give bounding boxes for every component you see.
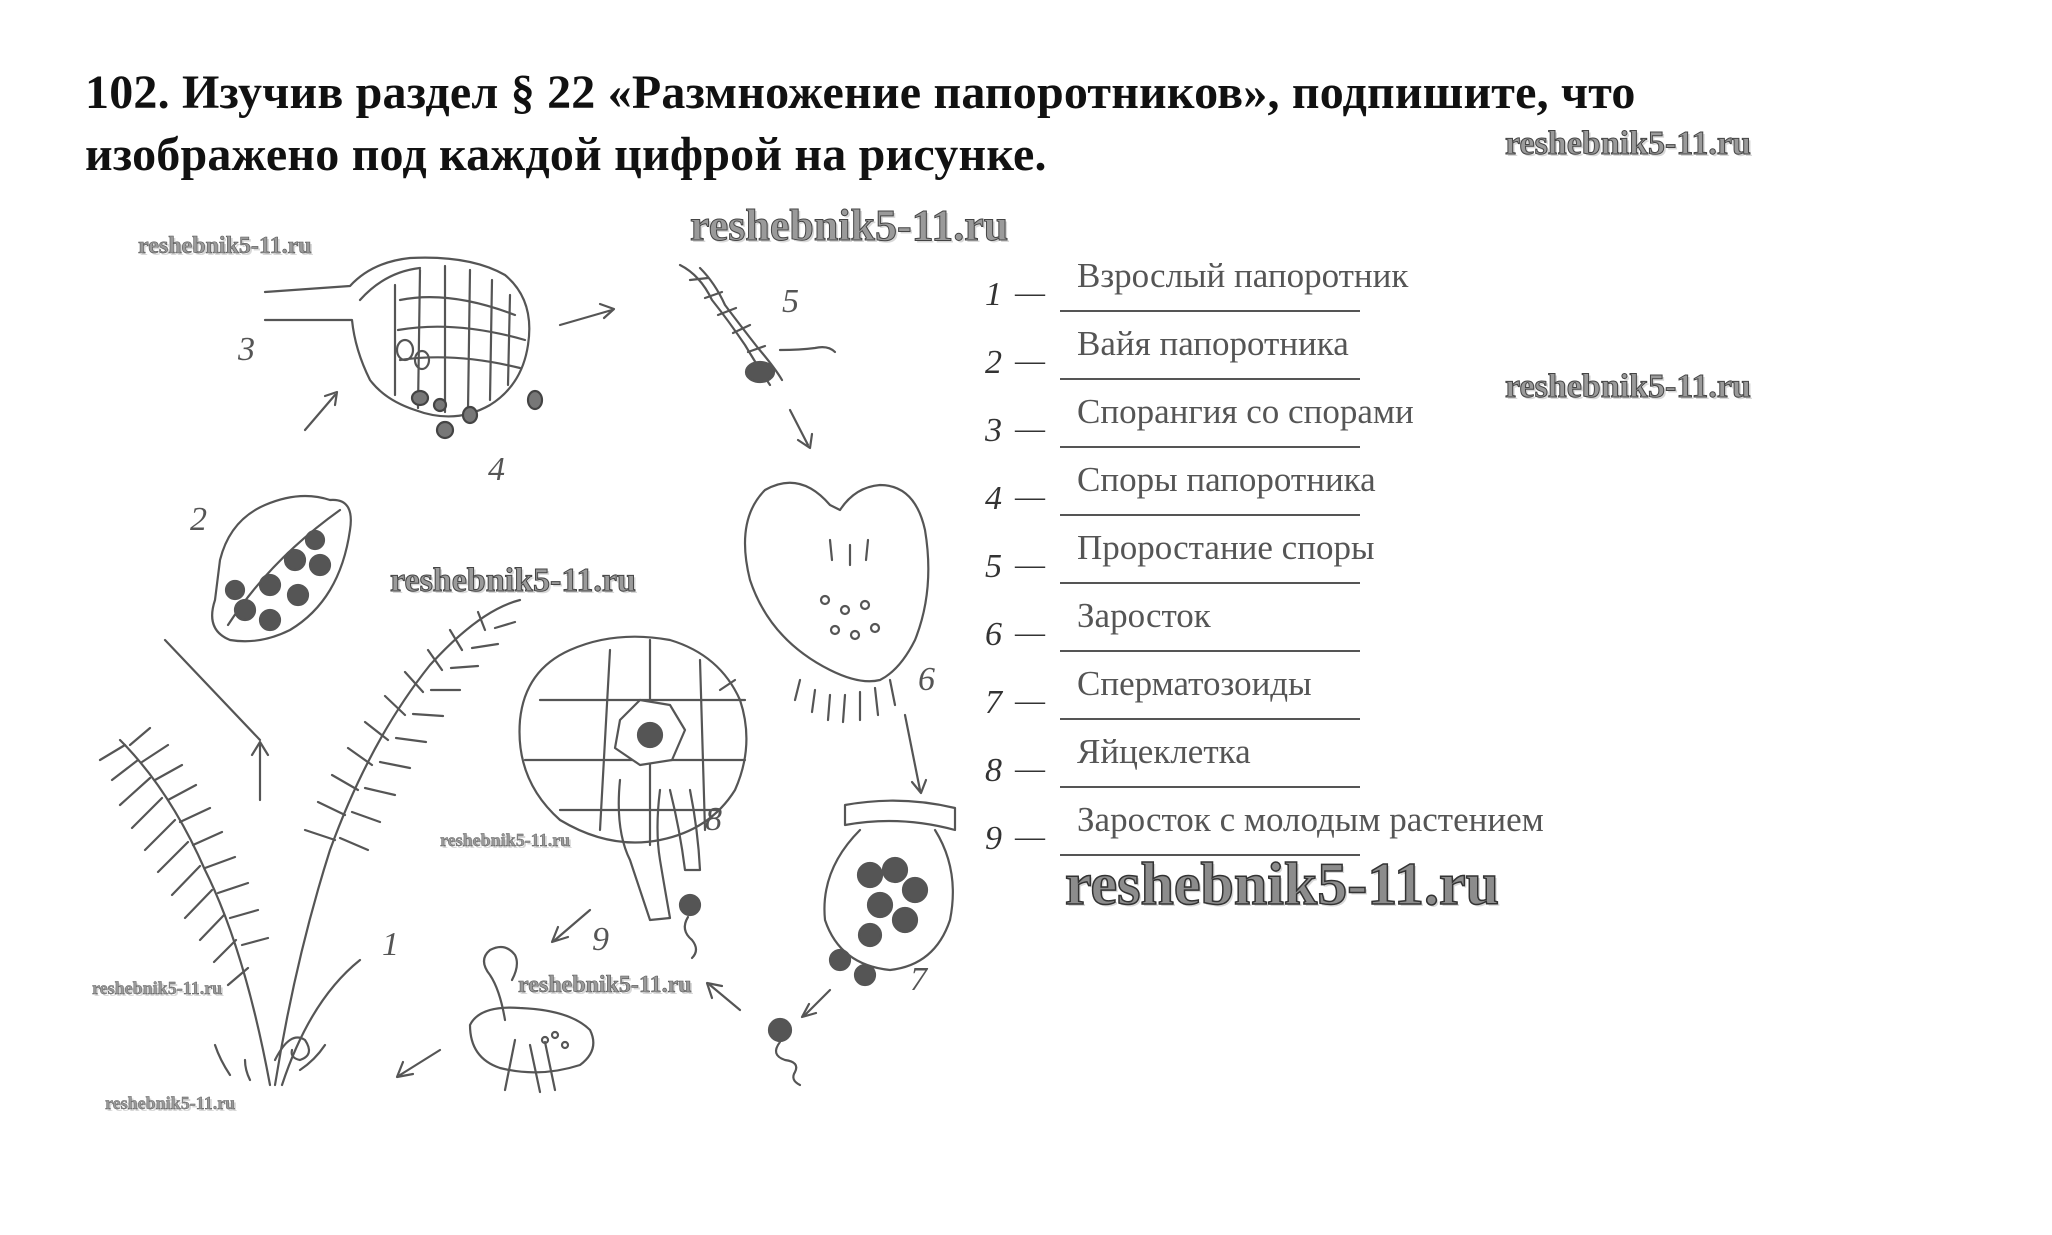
answer-dash: — (1015, 548, 1045, 581)
watermark-text: reshebnik5-11.ru (105, 1093, 236, 1113)
watermark-text: reshebnik5-11.ru (1505, 368, 1752, 406)
figure-number-1: 1 (382, 926, 399, 963)
watermark-text: reshebnik5-11.ru (390, 562, 637, 600)
watermark-text: reshebnik5-11.ru (440, 830, 571, 850)
answer-underline (1060, 378, 1360, 380)
answer-row: 2 — Вайя папоротника (985, 316, 1745, 384)
answer-number: 7 (985, 684, 1002, 721)
answer-dash: — (1015, 820, 1045, 853)
watermark-text: reshebnik5-11.ru (518, 972, 692, 999)
watermark-text: reshebnik5-11.ru (92, 978, 223, 998)
answer-text: Проростание споры (1077, 528, 1375, 567)
answer-list: 1 — Взрослый папоротник 2 — Вайя папорот… (985, 248, 1745, 860)
answer-number: 3 (985, 412, 1002, 449)
answer-underline (1060, 514, 1360, 516)
figure-number-labels: 1 2 3 4 5 6 7 8 9 (190, 283, 935, 998)
answer-number: 4 (985, 480, 1002, 517)
answer-row: 5 — Проростание споры (985, 520, 1745, 588)
answer-dash: — (1015, 684, 1045, 717)
answer-dash: — (1015, 480, 1045, 513)
answer-row: 4 — Споры папоротника (985, 452, 1745, 520)
question-heading: 102. Изучив раздел § 22 «Размножение пап… (85, 62, 2005, 186)
sporangium-illustration (263, 256, 531, 418)
answer-number: 9 (985, 820, 1002, 857)
answer-underline (1060, 786, 1360, 788)
answer-underline (1060, 854, 1360, 856)
answer-row: 1 — Взрослый папоротник (985, 248, 1745, 316)
answer-text: Заросток (1077, 596, 1211, 635)
question-line-2: изображено под каждой цифрой на рисунке. (85, 128, 1047, 181)
answer-text: Вайя папоротника (1077, 324, 1349, 363)
answer-number: 2 (985, 344, 1002, 381)
figure-number-7: 7 (910, 961, 929, 998)
answer-underline (1060, 650, 1360, 652)
answer-underline (1060, 718, 1360, 720)
watermark-text: reshebnik5-11.ru (689, 201, 1009, 251)
answer-text: Спорангия со спорами (1077, 392, 1414, 431)
answer-text: Сперматозоиды (1077, 664, 1312, 703)
answer-text: Взрослый папоротник (1077, 256, 1409, 295)
figure-number-3: 3 (237, 331, 255, 368)
figure-number-8: 8 (705, 801, 722, 838)
answer-number: 5 (985, 548, 1002, 585)
answer-row: 3 — Спорангия со спорами (985, 384, 1745, 452)
watermark-text: reshebnik5-11.ru (138, 233, 312, 260)
answer-text: Яйцеклетка (1077, 732, 1251, 771)
answer-number: 6 (985, 616, 1002, 653)
answer-underline (1060, 582, 1360, 584)
question-line-1: 102. Изучив раздел § 22 «Размножение пап… (85, 66, 1636, 119)
young-plant-illustration (468, 945, 595, 1094)
answer-row: 9 — Заросток с молодым растением (985, 792, 1745, 860)
cycle-arrows (250, 302, 928, 1079)
germinating-spore-illustration (678, 263, 837, 387)
answer-dash: — (1015, 752, 1045, 785)
archegonium-illustration (518, 635, 748, 960)
answer-underline (1060, 310, 1360, 312)
answer-row: 6 — Заросток (985, 588, 1745, 656)
answer-number: 1 (985, 276, 1002, 313)
answer-dash: — (1015, 616, 1045, 649)
figure-number-9: 9 (592, 921, 609, 958)
watermark-text: reshebnik5-11.ru (1064, 850, 1499, 918)
frond-leaflet-illustration (163, 494, 352, 742)
prothallus-illustration (743, 481, 930, 724)
answer-dash: — (1015, 412, 1045, 445)
answer-text: Споры папоротника (1077, 460, 1376, 499)
answer-number: 8 (985, 752, 1002, 789)
answer-dash: — (1015, 276, 1045, 309)
figure-number-5: 5 (782, 283, 799, 320)
figure-number-2: 2 (190, 501, 207, 538)
answer-underline (1060, 446, 1360, 448)
answer-dash: — (1015, 344, 1045, 377)
adult-fern-illustration (98, 598, 522, 1087)
antheridium-illustration (767, 799, 957, 1087)
spores-illustration (410, 389, 544, 440)
answer-row: 7 — Сперматозоиды (985, 656, 1745, 724)
figure-number-4: 4 (488, 451, 505, 488)
answer-text: Заросток с молодым растением (1077, 800, 1544, 839)
figure-number-6: 6 (918, 661, 935, 698)
watermark-text: reshebnik5-11.ru (1505, 125, 1752, 163)
answer-row: 8 — Яйцеклетка (985, 724, 1745, 792)
